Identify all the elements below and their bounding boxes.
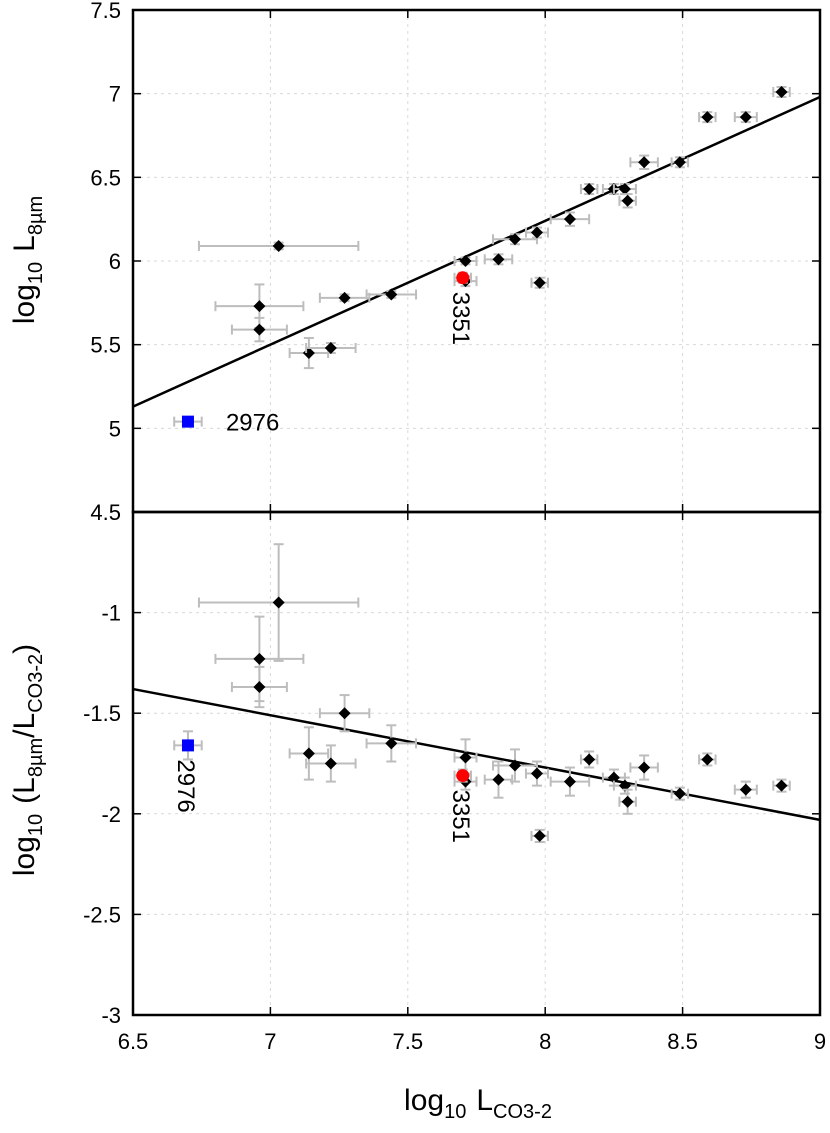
bottom-data-point bbox=[253, 652, 266, 665]
bottom-data-point bbox=[338, 707, 351, 720]
top-data-point bbox=[618, 183, 631, 196]
top-data-point bbox=[385, 288, 398, 301]
bottom-data-point bbox=[563, 775, 576, 788]
bottom-data-point bbox=[583, 753, 596, 766]
top-data-point bbox=[739, 111, 752, 124]
top-data-point-2976 bbox=[181, 415, 194, 428]
label-2976: 2976 bbox=[172, 759, 199, 812]
bottom-data-point bbox=[618, 779, 631, 792]
bottom-plot-frame bbox=[131, 510, 822, 1017]
bottom-y-tick-label: -3 bbox=[101, 1003, 121, 1028]
bottom-data-point bbox=[508, 759, 521, 772]
bottom-data-point bbox=[302, 747, 315, 760]
top-data-point bbox=[253, 323, 266, 336]
bottom-data-point bbox=[607, 771, 620, 784]
bottom-data-point-3351 bbox=[456, 769, 470, 783]
top-data-point bbox=[673, 156, 686, 169]
top-data-point bbox=[492, 253, 505, 266]
x-tick-label: 7 bbox=[264, 1029, 276, 1054]
top-data-point bbox=[583, 183, 596, 196]
bottom-y-tick-label: -1 bbox=[101, 601, 121, 626]
top-data-point-3351 bbox=[456, 271, 470, 285]
top-data-point bbox=[621, 194, 634, 207]
top-y-tick-label: 6 bbox=[109, 249, 121, 274]
label-2976: 2976 bbox=[226, 410, 279, 437]
x-tick-label: 6.5 bbox=[118, 1029, 149, 1054]
bottom-y-axis-label: log10(L8µm/LCO3-2) bbox=[8, 644, 47, 876]
top-data-point bbox=[701, 111, 714, 124]
top-panel: 4.5 5 5.5 6 6.5 7 7.5 2976 3351 bbox=[90, 0, 822, 525]
x-tick-label: 7.5 bbox=[393, 1029, 424, 1054]
bottom-data-point bbox=[530, 767, 543, 780]
x-tick-label: 8 bbox=[539, 1029, 551, 1054]
top-data-point bbox=[459, 255, 472, 267]
top-data-point bbox=[638, 156, 651, 169]
bottom-y-tick-label: -2.5 bbox=[83, 902, 121, 927]
top-y-tick-label: 6.5 bbox=[90, 165, 121, 190]
top-y-axis-label: log10L8µm bbox=[8, 196, 47, 324]
bottom-data-point bbox=[459, 751, 472, 764]
label-3351: 3351 bbox=[447, 292, 474, 345]
top-data-point bbox=[508, 233, 521, 246]
top-data-point bbox=[530, 226, 543, 239]
bottom-data-point-2976 bbox=[181, 739, 194, 752]
top-y-tick-label: 7.5 bbox=[90, 0, 121, 23]
bottom-y-tick-label: -1.5 bbox=[83, 701, 121, 726]
x-tick-label: 8.5 bbox=[667, 1029, 698, 1054]
bottom-data-point bbox=[739, 783, 752, 796]
bottom-data-point bbox=[638, 761, 651, 774]
top-y-tick-label: 5 bbox=[109, 416, 121, 441]
top-data-point bbox=[272, 239, 285, 252]
bottom-data-point bbox=[533, 829, 546, 842]
bottom-y-tick-label: -2 bbox=[101, 802, 121, 827]
bottom-data-point bbox=[621, 795, 634, 808]
bottom-data-point bbox=[492, 773, 505, 786]
label-3351: 3351 bbox=[447, 790, 474, 843]
bottom-data-point bbox=[272, 596, 285, 609]
top-data-point bbox=[338, 291, 351, 304]
x-tick-label: 9 bbox=[814, 1029, 826, 1054]
top-fit-line bbox=[132, 95, 821, 408]
bottom-data-point bbox=[253, 681, 266, 694]
bottom-panel: -3 -2.5 -2 -1.5 -1 2976 3351 6.5 7 7.5 8 8.5 9 bbox=[83, 510, 826, 1054]
bottom-data-point bbox=[385, 737, 398, 750]
bottom-data-point bbox=[673, 787, 686, 800]
bottom-data-point bbox=[324, 757, 337, 770]
top-y-tick-label: 4.5 bbox=[90, 500, 121, 525]
top-data-point bbox=[775, 85, 788, 98]
top-data-point bbox=[563, 213, 576, 226]
bottom-data-point bbox=[775, 779, 788, 792]
top-data-point bbox=[253, 300, 266, 313]
top-y-tick-label: 7 bbox=[109, 82, 121, 107]
bottom-data-point bbox=[701, 753, 714, 766]
top-data-point bbox=[324, 342, 337, 355]
top-data-point bbox=[533, 276, 546, 289]
top-y-tick-label: 5.5 bbox=[90, 333, 121, 358]
